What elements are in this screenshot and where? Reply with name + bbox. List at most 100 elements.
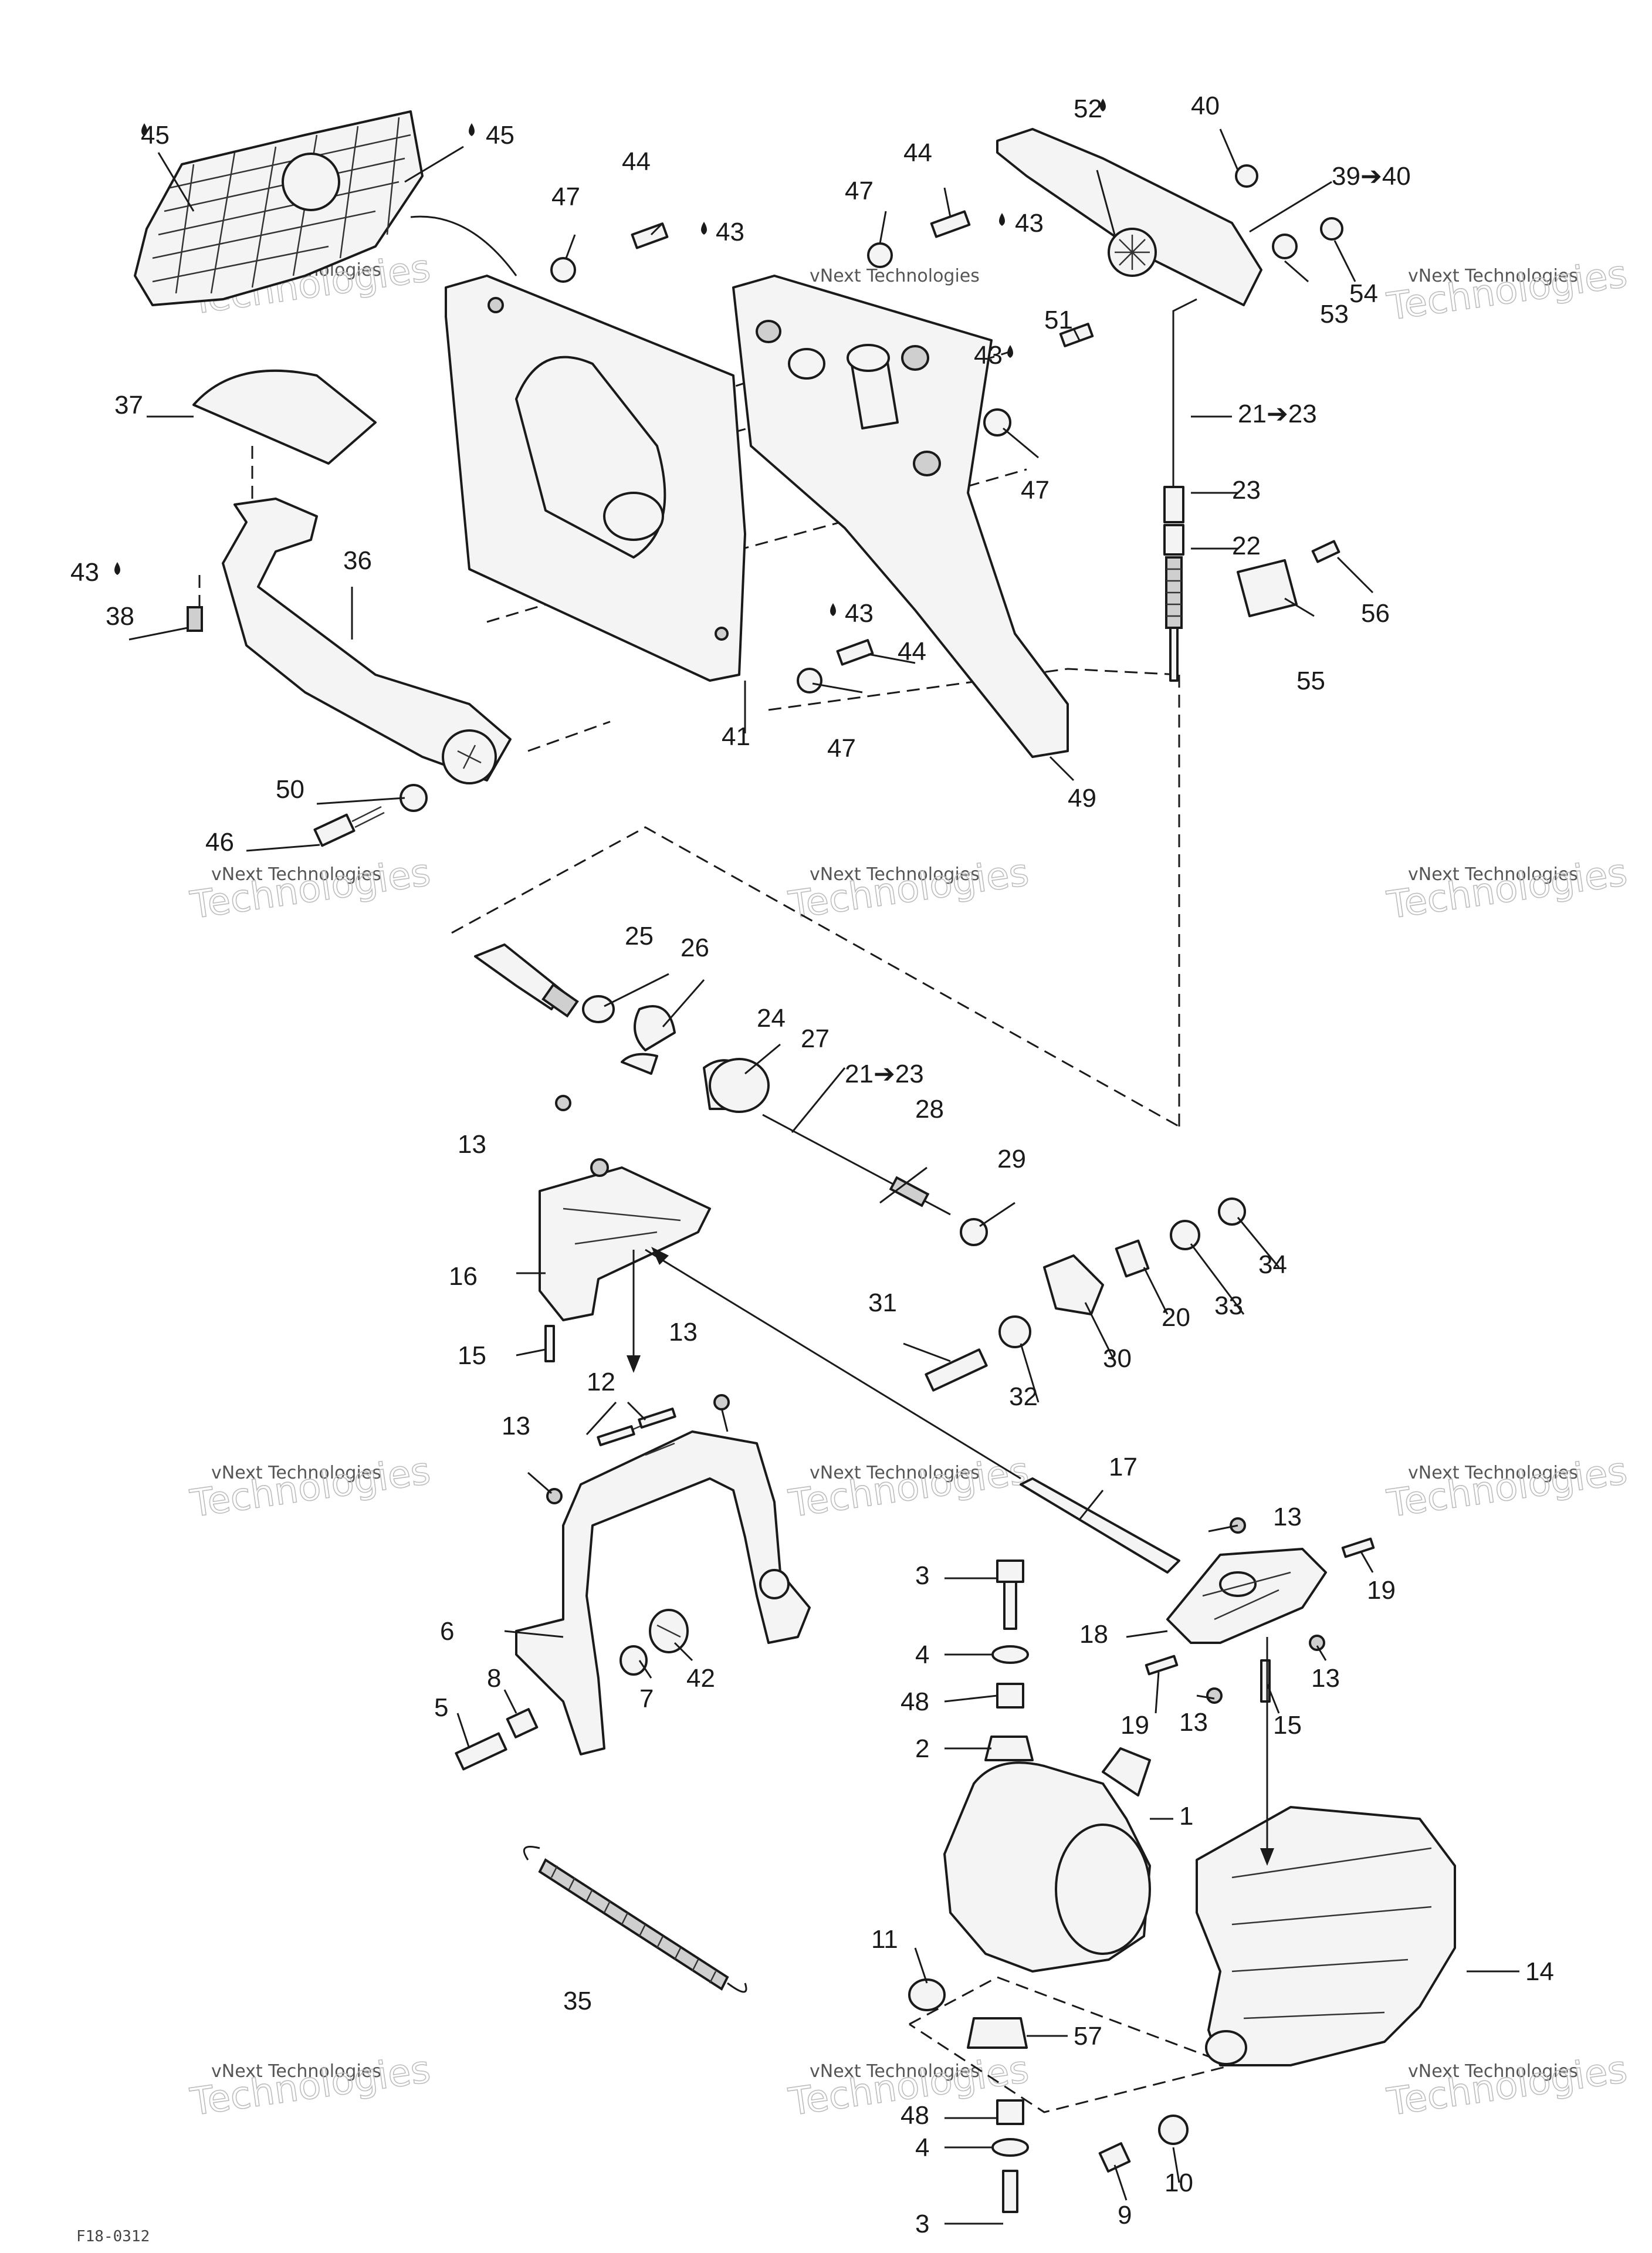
watermark-small: vNext Technologies [1408,2061,1578,2082]
part-21-cable [1163,298,1197,682]
watermark-small: vNext Technologies [810,2061,980,2082]
hinge-hardware [455,1609,689,1771]
label-52: 52 [1074,94,1102,123]
label-13a: 13 [458,1130,486,1159]
watermark-outline: Technologies [1384,851,1630,928]
drop-icon [1100,99,1106,111]
label-6: 6 [440,1617,454,1646]
watermark-outline: Technologies [1384,252,1630,329]
label-34: 34 [1258,1250,1287,1279]
label-48a: 48 [901,1687,929,1716]
label-33: 33 [1214,1291,1243,1320]
label-47d: 47 [827,734,856,763]
leader-45 [157,146,464,212]
figure-code: F18-0312 [76,2228,150,2245]
label-7: 7 [639,1684,654,1713]
label-37: 37 [114,391,143,420]
label-leaders [128,128,1519,2225]
label-5: 5 [434,1693,448,1722]
label-51: 51 [1044,306,1073,334]
label-21a: 21➔23 [1238,400,1317,428]
label-18: 18 [1079,1620,1108,1649]
part-35-spring [523,1846,747,1993]
drop-icon [469,123,475,136]
label-3b: 3 [915,2210,929,2238]
label-13f: 13 [1179,1708,1208,1737]
label-26: 26 [681,933,709,962]
watermark-small: vNext Technologies [211,864,381,885]
label-19b: 19 [1120,1711,1149,1740]
label-42: 42 [686,1664,715,1693]
label-31: 31 [868,1288,897,1317]
label-45b: 45 [486,121,514,150]
label-4a: 4 [915,1640,929,1669]
lubricant-drop-icons [114,99,1106,616]
watermark-small: vNext Technologies [810,266,980,286]
label-3a: 3 [915,1561,929,1590]
watermark-small: vNext Technologies [1408,1463,1578,1483]
part-labels: 44 47 43 44 47 43 52 40 39➔40 53 54 51 4… [70,92,1554,2238]
label-17: 17 [1109,1453,1138,1481]
label-48b: 48 [901,2101,929,2130]
drop-icon [830,603,836,616]
watermark-outline: Technologies [786,1449,1031,1526]
label-15b: 15 [1273,1711,1302,1740]
part-17-link [1020,1477,1180,1574]
label-4b: 4 [915,2133,929,2162]
label-40: 40 [1191,92,1220,120]
label-13c: 13 [502,1412,530,1440]
label-28: 28 [915,1095,944,1124]
label-30: 30 [1103,1344,1132,1373]
label-56: 56 [1361,599,1390,628]
label-19a: 19 [1367,1576,1396,1605]
label-13b: 13 [669,1318,698,1347]
label-43b: 43 [1015,209,1044,238]
arrows [627,1247,1274,1866]
label-35: 35 [563,1987,592,2015]
label-9: 9 [1118,2201,1132,2230]
label-44b: 44 [903,138,932,167]
watermark-outline: Technologies [1384,1449,1630,1526]
label-44c: 44 [898,637,926,666]
drop-icon [999,213,1005,226]
label-10: 10 [1164,2169,1193,2197]
part-6-u-bracket [515,1413,811,1755]
label-38: 38 [106,602,134,631]
label-20: 20 [1162,1303,1190,1332]
watermark-outline: Technologies [188,1449,433,1526]
watermark-small: vNext Technologies [1408,266,1578,286]
label-39: 39➔40 [1332,162,1411,191]
label-25: 25 [625,922,654,950]
part-45-grille-cover [134,110,517,306]
label-22: 22 [1232,532,1261,560]
label-43e: 43 [845,599,874,628]
watermark-outline: Technologies [188,2048,433,2125]
mid-cable-assembly [474,943,1246,1392]
label-27: 27 [801,1024,830,1053]
label-13d: 13 [1273,1503,1302,1531]
part-1-nozzle [943,1747,1151,1973]
nuts-13 [546,1095,730,1504]
label-53: 53 [1320,300,1349,329]
label-55: 55 [1296,667,1325,695]
label-46: 46 [205,828,234,857]
label-14: 14 [1525,1957,1554,1986]
label-11: 11 [871,1925,898,1954]
part-16-bracket [539,1158,711,1362]
label-29: 29 [997,1145,1026,1173]
label-32: 32 [1009,1382,1038,1411]
drop-icon [141,123,147,136]
label-23: 23 [1232,476,1261,505]
part-37-gasket [192,369,377,465]
label-47c: 47 [1021,476,1050,505]
label-47a: 47 [551,182,580,211]
part-55-plate [1237,540,1340,617]
label-44a: 44 [622,147,651,176]
watermark-small: vNext Technologies [1408,864,1578,885]
part-14-deflector [1196,1806,1456,2066]
watermark-small: vNext Technologies [810,864,980,885]
label-54: 54 [1349,279,1378,308]
part-41-housing-left [445,275,746,682]
watermark-small: vNext Technologies [211,2061,381,2082]
